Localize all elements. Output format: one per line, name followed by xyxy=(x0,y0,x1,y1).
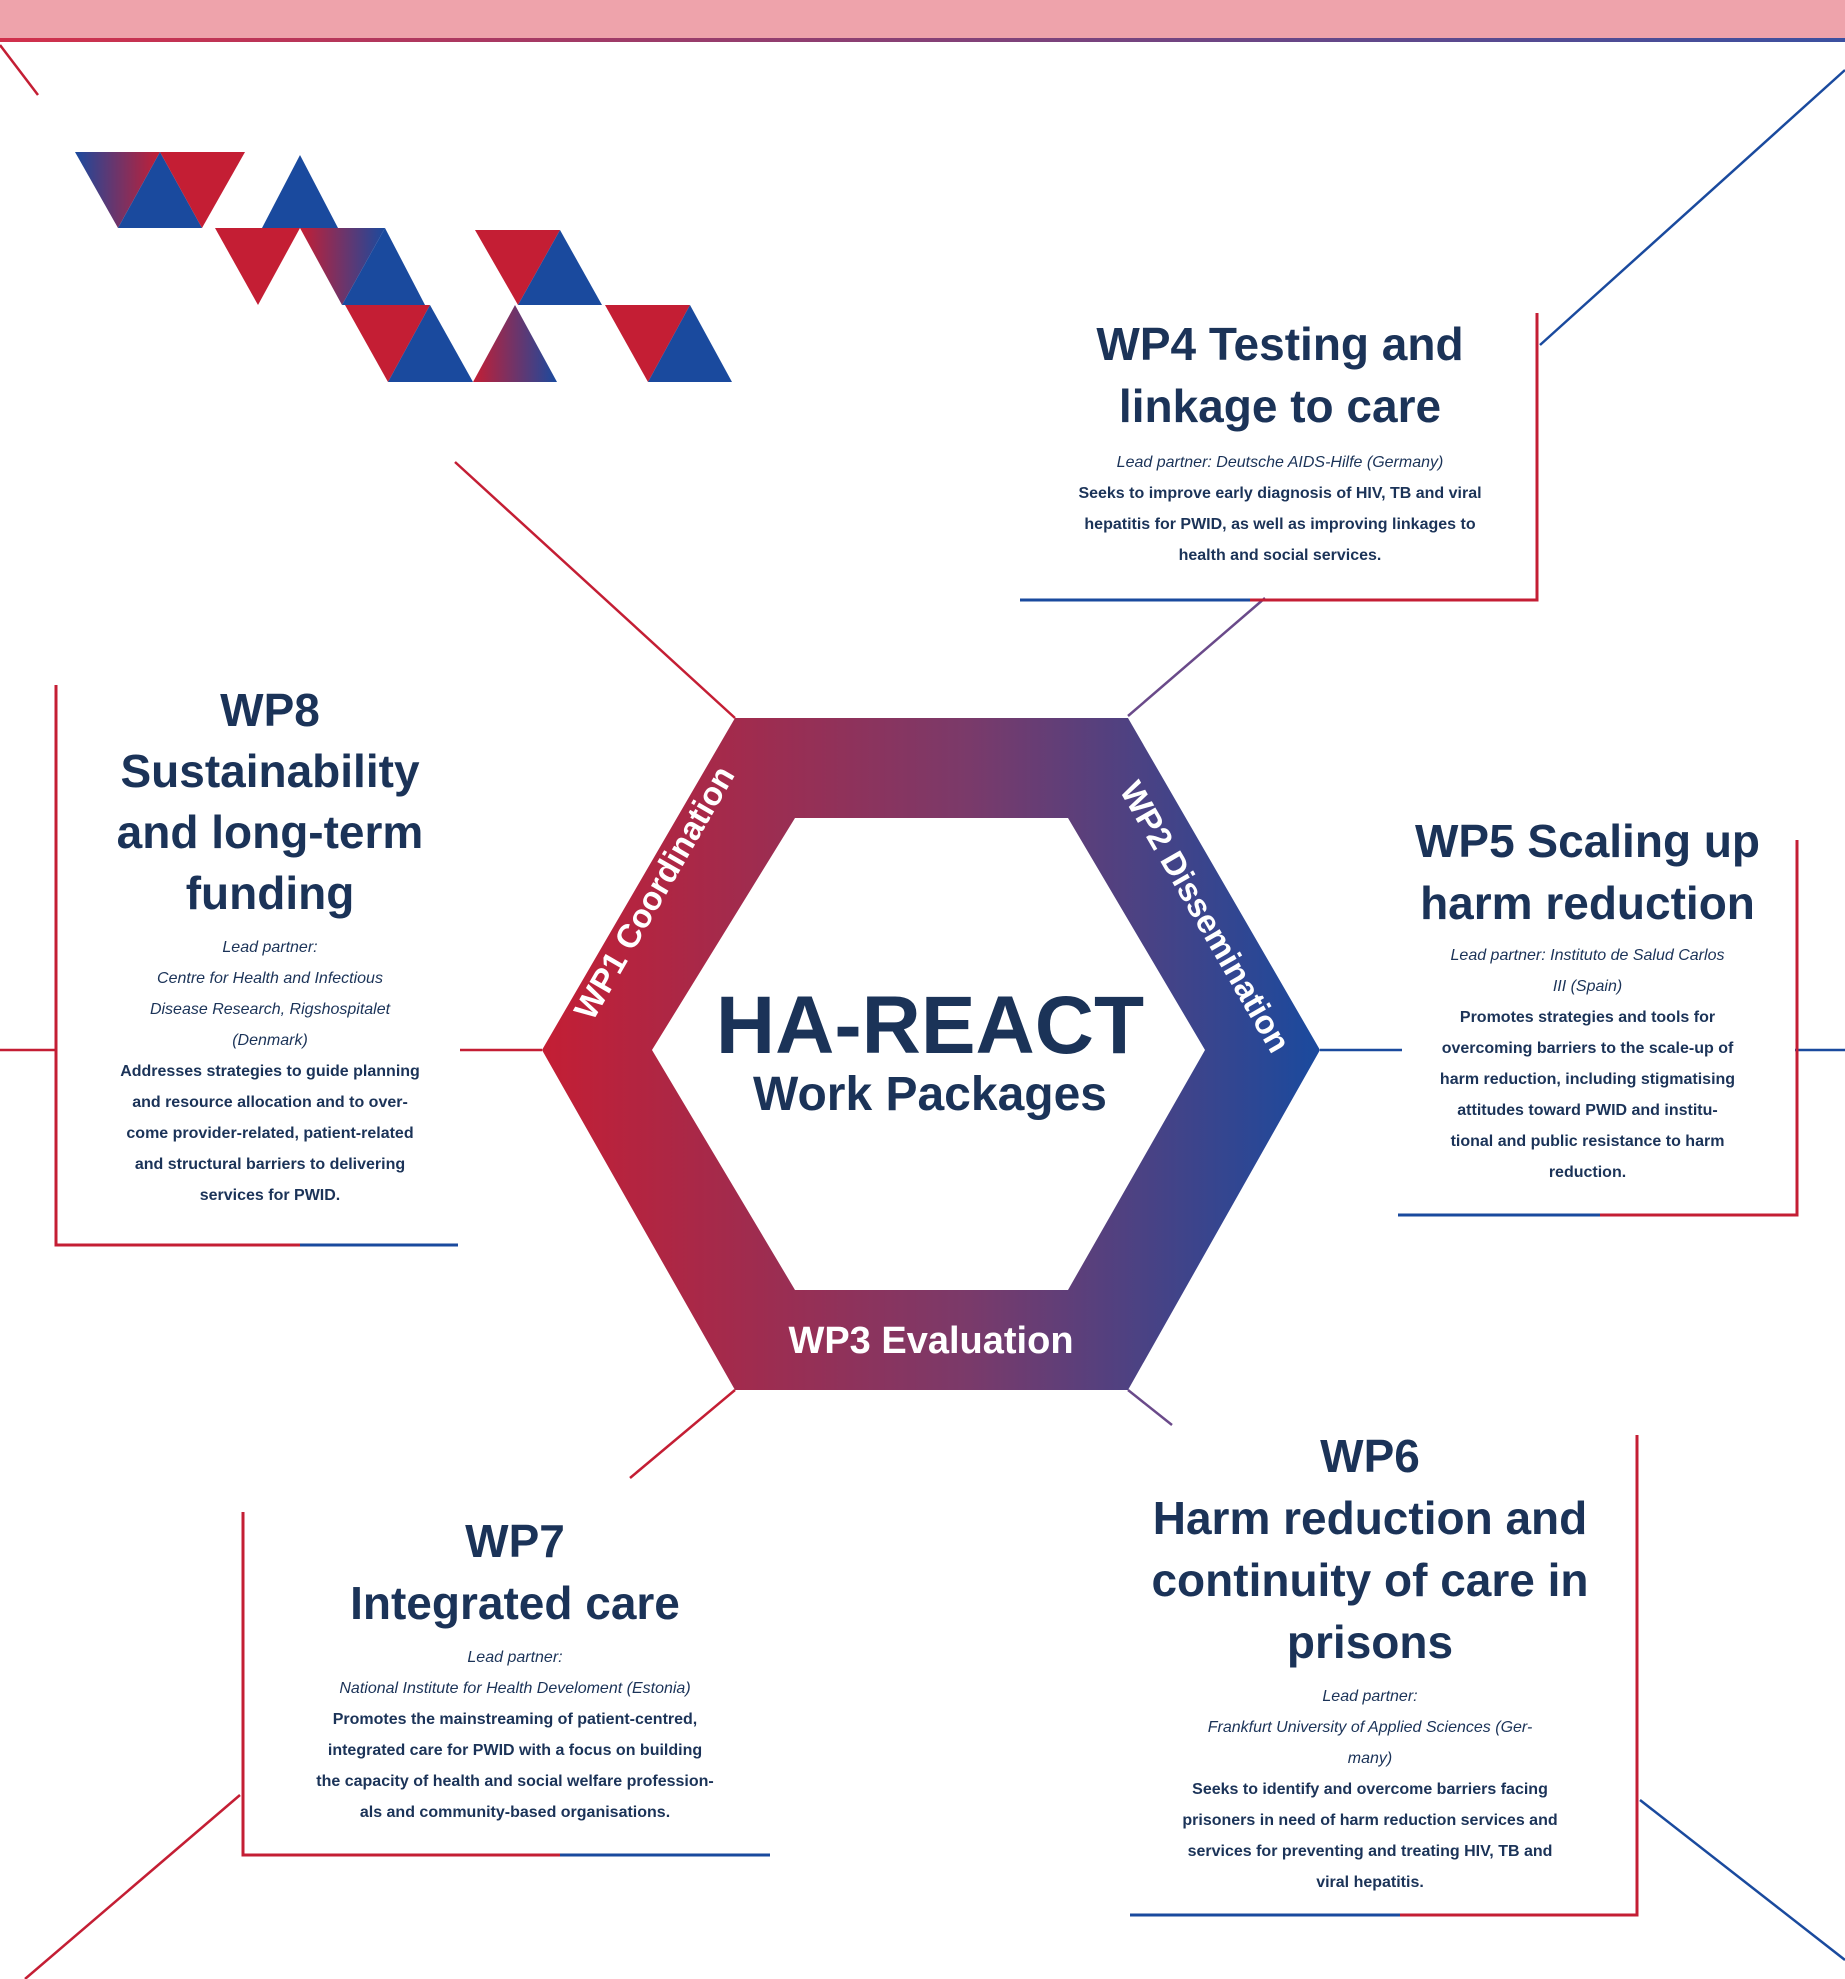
wp4-description: Seeks to improve early diagnosis of HIV,… xyxy=(1078,485,1482,564)
wp8-box: WP8 Sustainability and long-term funding… xyxy=(70,680,470,1211)
wp5-box: WP5 Scaling up harm reduction Lead partn… xyxy=(1390,810,1785,1188)
logo-triangles xyxy=(75,152,732,382)
banner-rule xyxy=(0,38,1845,42)
center-subtitle: Work Packages xyxy=(753,1068,1107,1121)
wp5-lead-partner: Lead partner: Instituto de Salud Carlos … xyxy=(1450,947,1725,995)
wp6-lead-partner: Lead partner: Frankfurt University of Ap… xyxy=(1207,1688,1533,1767)
wp7-description: Promotes the mainstreaming of patient-ce… xyxy=(316,1711,714,1821)
wp8-description: Addresses strategies to guide planning a… xyxy=(120,1063,420,1204)
wp4-title: WP4 Testing and linkage to care xyxy=(1096,318,1464,432)
wp7-lead-partner: Lead partner: National Institute for Hea… xyxy=(339,1649,691,1697)
connector-lines xyxy=(0,44,1845,1979)
box-frames xyxy=(54,313,1799,1917)
wp7-title: WP7 Integrated care xyxy=(350,1515,680,1629)
wp4-lead-partner: Lead partner: Deutsche AIDS-Hilfe (Germa… xyxy=(1116,454,1444,471)
wp6-title: WP6 Harm reduction and continuity of car… xyxy=(1151,1430,1589,1668)
wp8-lead-partner: Lead partner: Centre for Health and Infe… xyxy=(149,939,391,1049)
hex-label-wp3: WP3 Evaluation xyxy=(788,1320,1074,1362)
wp5-description: Promotes strategies and tools for overco… xyxy=(1439,1009,1736,1181)
top-banner xyxy=(0,0,1845,38)
wp7-box: WP7 Integrated care Lead partner: Nation… xyxy=(255,1510,775,1828)
wp6-description: Seeks to identify and overcome barriers … xyxy=(1182,1781,1558,1891)
wp5-title: WP5 Scaling up harm reduction xyxy=(1414,815,1761,929)
wp4-box: WP4 Testing and linkage to care Lead par… xyxy=(1010,313,1550,571)
hexagon-ring xyxy=(542,718,1320,1390)
center-title: HA-REACT xyxy=(715,980,1145,1071)
wp8-title: WP8 Sustainability and long-term funding xyxy=(116,684,424,919)
wp6-box: WP6 Harm reduction and continuity of car… xyxy=(1110,1425,1630,1898)
